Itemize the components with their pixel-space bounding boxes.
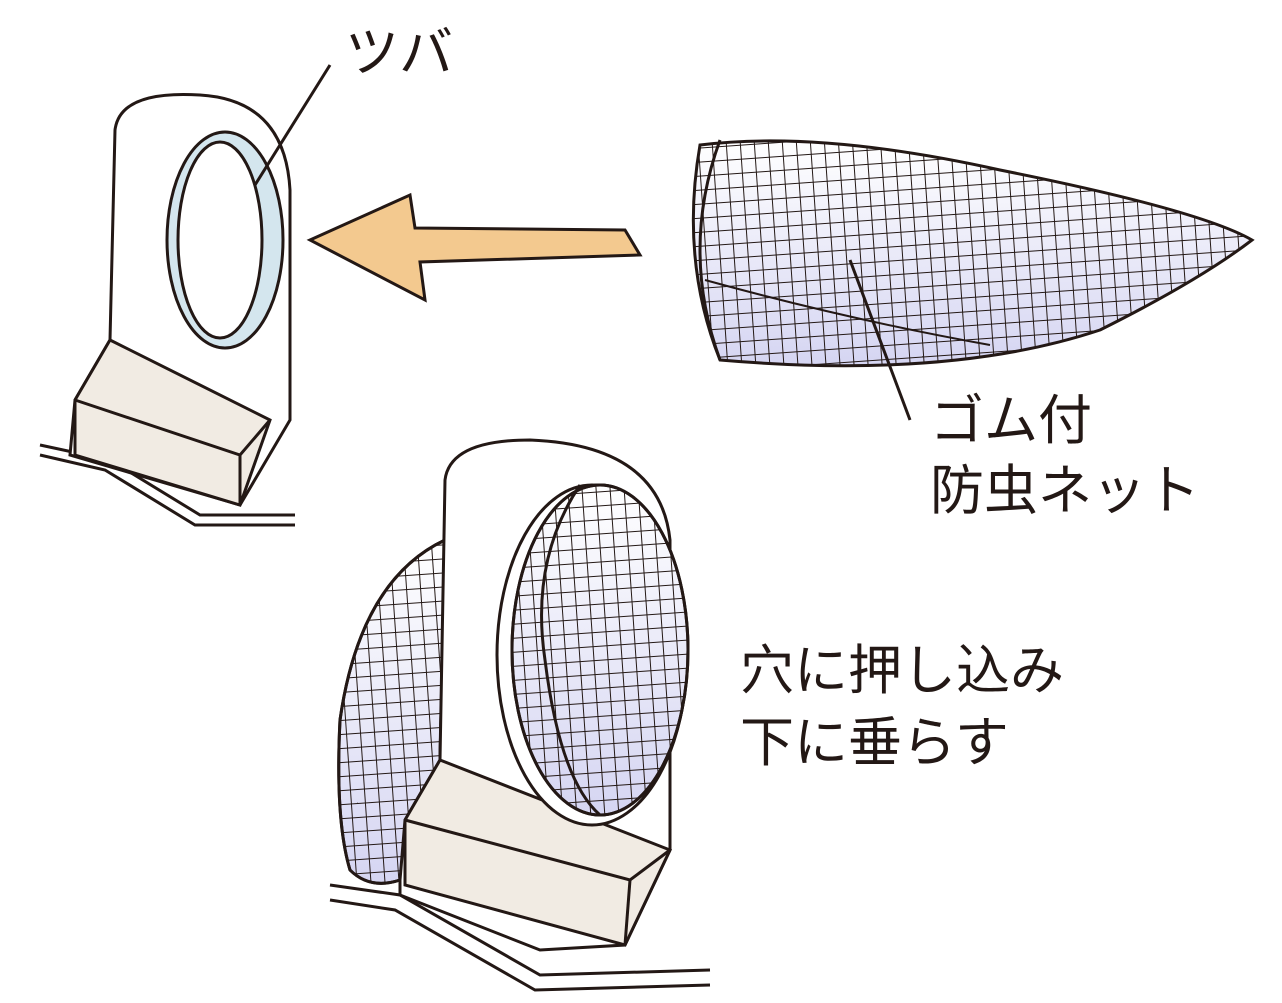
instruction-line2: 下に垂らす [740,711,1009,774]
flange-label: ツバ [345,21,453,84]
vent-hood-bottom [329,438,711,992]
net-label-line2: 防虫ネット [930,459,1200,522]
arrow-left-icon [306,192,643,303]
insect-net [691,139,1255,368]
net-leader-line [848,259,912,421]
net-label-line1: ゴム付 [930,389,1092,452]
vent-hood-top [39,92,295,527]
instruction-line1: 穴に押し込み [740,639,1064,702]
flange-leader-line [253,64,332,186]
